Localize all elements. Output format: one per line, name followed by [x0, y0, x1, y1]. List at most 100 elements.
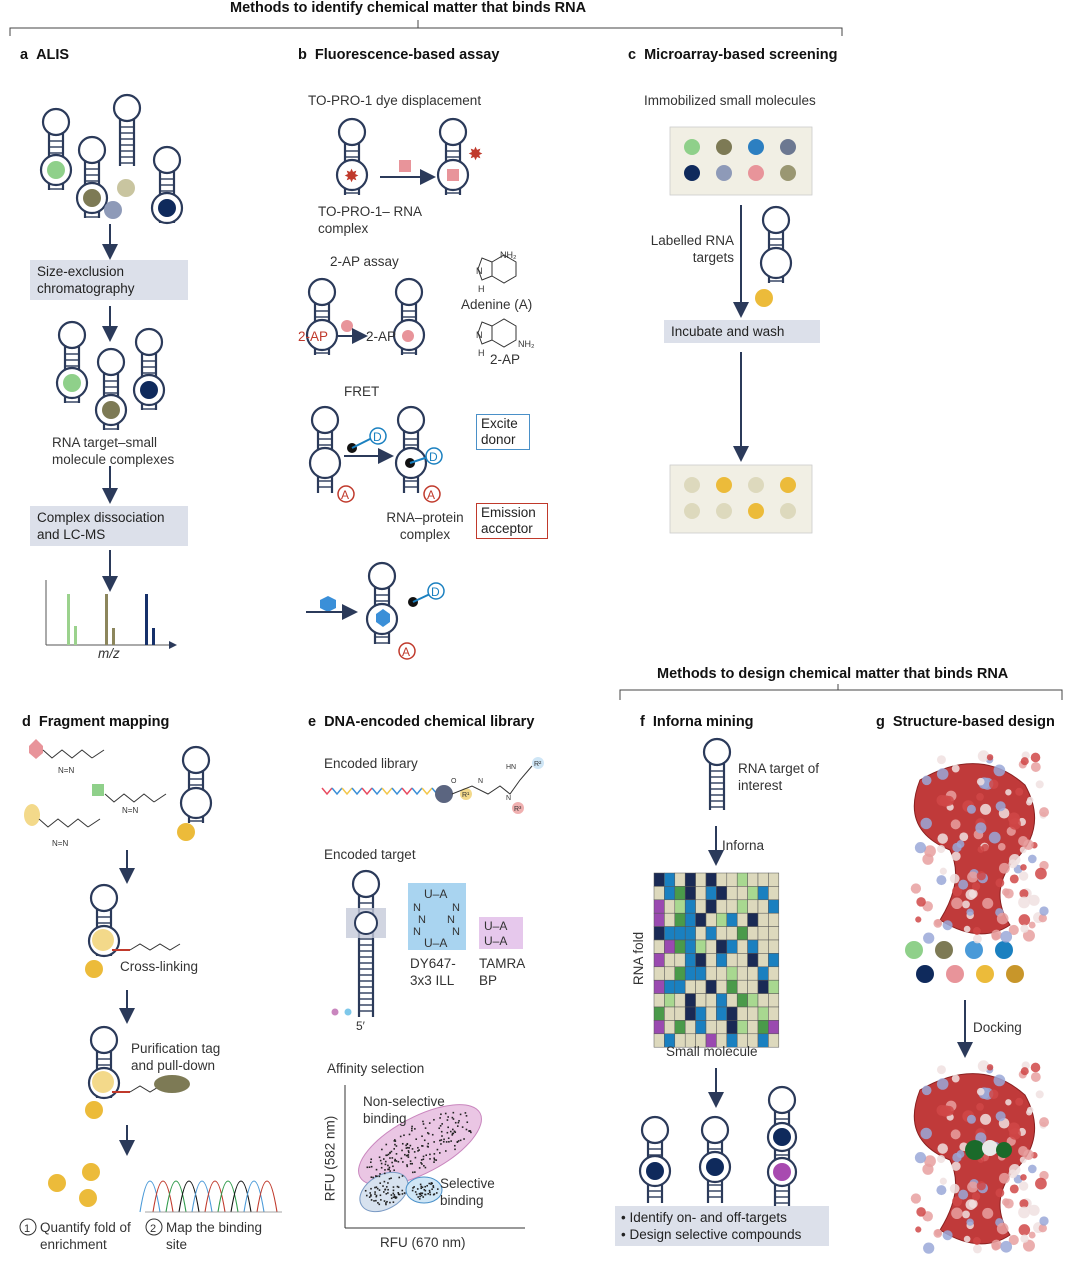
scatter-point [418, 1149, 420, 1151]
atom-label: N [478, 778, 483, 785]
scatter-point [370, 1165, 373, 1168]
matrix-cell [653, 979, 665, 994]
peak [152, 1180, 174, 1213]
scatter-point [406, 1165, 409, 1168]
array-spot [716, 477, 732, 493]
docked-ligand [996, 1142, 1012, 1158]
scatter-point [395, 1153, 398, 1155]
scatter-point [443, 1138, 445, 1141]
scatter-point [429, 1153, 431, 1156]
scatter-point [417, 1150, 419, 1152]
peak [204, 1180, 226, 1213]
array-spot [716, 165, 732, 181]
ligand-dot [102, 401, 120, 419]
scatter-point [452, 1118, 455, 1120]
acceptor-icon [398, 642, 416, 660]
scatter-point [385, 1202, 387, 1204]
scatter-point [424, 1189, 427, 1192]
array-spot [684, 503, 700, 519]
scatter-point [394, 1195, 396, 1198]
matrix-cell [664, 912, 676, 927]
matrix-cell [716, 872, 728, 887]
matrix-cell [768, 926, 780, 941]
matrix-cell [747, 953, 759, 968]
scatter-point [375, 1199, 377, 1202]
matrix-cell [705, 912, 717, 927]
topro-subtitle: TO-PRO-1 dye displacement [308, 93, 482, 108]
scatter-point [393, 1148, 395, 1150]
matrix-cell [705, 1006, 717, 1021]
scatter-point [459, 1139, 462, 1142]
lcms-chart [45, 580, 177, 649]
base-pair: U–A [424, 887, 447, 901]
matrix-cell [736, 1020, 748, 1035]
scatter-point [401, 1149, 403, 1152]
scatter-point [454, 1131, 457, 1133]
scatter-point [451, 1132, 454, 1135]
array-spot [716, 503, 732, 519]
matrix-cell [705, 953, 717, 968]
base-letter: N [452, 926, 460, 938]
encoded-target-label: Encoded target [324, 847, 416, 862]
scatter-point [421, 1135, 423, 1138]
array-spot [748, 139, 764, 155]
ligand-dot [646, 1162, 664, 1180]
scatter-point [404, 1153, 406, 1156]
matrix-cell [684, 1020, 696, 1035]
incubate-step: Incubate and wash [664, 320, 820, 343]
matrix-cell [716, 966, 728, 981]
matrix-cell [664, 926, 676, 941]
scatter-point [421, 1145, 423, 1147]
matrix-cell [747, 926, 759, 941]
y-axis-label: RFU (582 nm) [322, 1115, 338, 1202]
base-pair: U–A [484, 919, 507, 933]
scatter-point [414, 1156, 417, 1159]
scatter-point [417, 1146, 419, 1149]
scatter-point [459, 1113, 462, 1116]
scatter-point [423, 1188, 426, 1191]
dna-tag [321, 787, 333, 796]
outcome-1: • Identify on- and off-targets [621, 1210, 787, 1225]
rna-hairpin-icon [94, 347, 128, 430]
scatter-point [414, 1171, 416, 1173]
matrix-cell [757, 926, 769, 941]
matrix-cell [747, 899, 759, 914]
scatter-point [394, 1159, 396, 1162]
scatter-point [427, 1142, 430, 1145]
scatter-point [422, 1158, 425, 1161]
encoded-library-label: Encoded library [324, 756, 418, 771]
scatter-point [441, 1135, 443, 1137]
matrix-cell [726, 939, 738, 954]
matrix-cell [653, 872, 665, 887]
dye-star-icon: ✸ [344, 166, 359, 186]
crosslinking-label: Cross-linking [120, 959, 199, 974]
array-spot [748, 165, 764, 181]
matrix-cell [664, 899, 676, 914]
step-number: 2 [150, 1223, 156, 1235]
matrix-cell [695, 886, 707, 901]
matrix-cell [653, 899, 665, 914]
matrix-cell [664, 1020, 676, 1035]
scatter-point [456, 1141, 459, 1143]
rna-hairpin-icon [702, 737, 732, 810]
rna-hairpin-icon [55, 320, 89, 403]
scatter-point [374, 1175, 377, 1177]
matrix-cell [705, 926, 717, 941]
scatter-point [376, 1175, 378, 1178]
array-spot [716, 139, 732, 155]
scatter-point [419, 1193, 422, 1196]
matrix-cell [674, 926, 686, 941]
r1-group [460, 788, 472, 800]
matrix-cell [684, 886, 696, 901]
scatter-point [433, 1157, 436, 1160]
fragment-probe [24, 804, 101, 828]
peak [139, 1180, 161, 1213]
donor-icon [427, 582, 445, 600]
rna-hairpin-icon [305, 277, 339, 355]
matrix-cell [747, 993, 759, 1008]
scatter-point [382, 1158, 385, 1160]
matrix-cell [684, 926, 696, 941]
2ap-subtitle: 2-AP assay [330, 254, 399, 269]
array-before [669, 126, 813, 196]
